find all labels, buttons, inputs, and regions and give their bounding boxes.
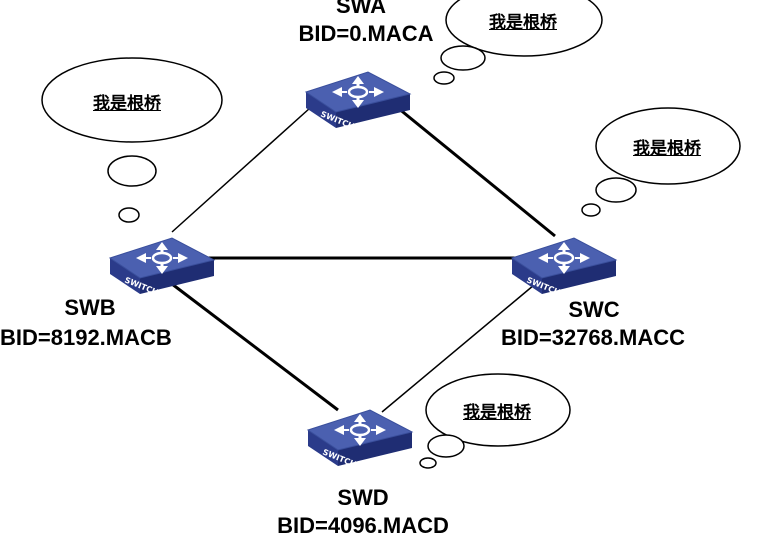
swc-bid-label: BID=32768.MACC	[500, 325, 685, 350]
swb-name-label: SWB	[64, 295, 116, 320]
bubble-swd	[419, 373, 571, 469]
link-swb-swd	[171, 282, 339, 412]
swd-bubble-text: 我是根桥	[463, 403, 531, 423]
link-swa-swb	[171, 107, 311, 233]
switch-swb-icon: SWITCH	[108, 236, 216, 297]
switch-swc-icon: SWITCH	[510, 236, 618, 297]
bubble-swb	[41, 57, 223, 223]
swb-bubble-text: 我是根桥	[93, 94, 161, 114]
swb-bid-label: BID=8192.MACB	[0, 325, 172, 350]
link-swa-swc	[397, 106, 556, 238]
link-swc-swd	[381, 279, 541, 413]
switch-swa-icon: SWITCH	[304, 70, 412, 131]
swd-name-label: SWD	[337, 485, 389, 510]
bubble-swc	[581, 107, 741, 217]
swd-bid-label: BID=4096.MACD	[277, 513, 449, 538]
swc-name-label: SWC	[568, 297, 620, 322]
bubble-swa	[433, 0, 603, 85]
swa-name-label: SWA	[335, 0, 387, 18]
swa-bid-label: BID=0.MACA	[298, 21, 434, 46]
swa-bubble-text: 我是根桥	[489, 13, 557, 33]
swc-bubble-text: 我是根桥	[633, 139, 701, 159]
switch-swd-icon: SWITCH	[306, 408, 414, 469]
